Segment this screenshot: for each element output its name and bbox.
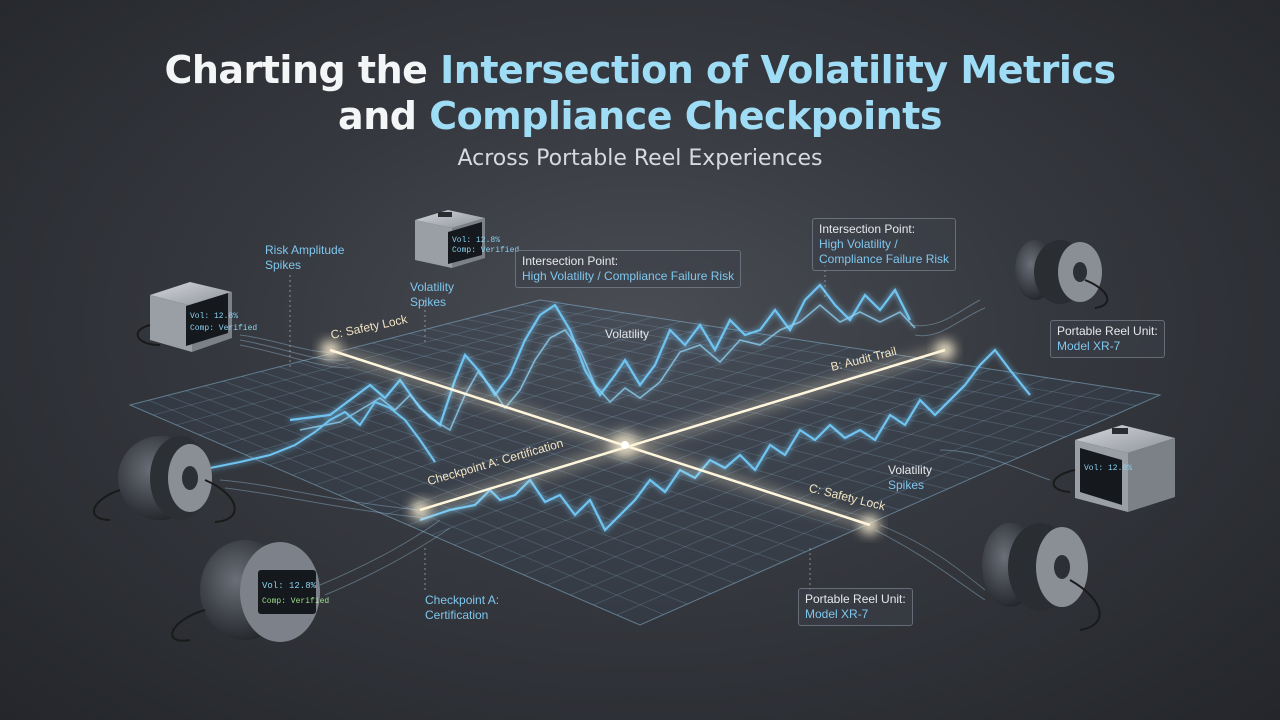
grid-line [372,342,948,490]
grid-line [167,395,688,605]
title-line1-text: Charting the [164,48,441,92]
wave-front [419,348,1031,532]
grid-line [260,371,806,553]
data-streams [219,299,1051,601]
volatility-waves [199,283,1031,532]
grid-line [315,334,766,486]
checkpoint-bottom-line2: Certification [425,608,489,622]
device-comp-readout: Comp: Verified [190,324,257,333]
grid-line [523,373,1020,576]
risk-amplitude-line2: Spikes [265,258,302,272]
vol-spikes-left-line2: Spikes [410,295,447,309]
grid-line [465,318,1066,438]
reel-unit-bottom-title: Portable Reel Unit: [805,592,906,606]
grid-line [148,399,664,615]
vol-spikes-right-line2: Spikes [888,478,925,492]
title-line1-highlight: Intersection of Volatility Metrics [440,48,1116,92]
volatility-spikes-right-label: Volatility Spikes [888,463,932,493]
volatility-center-label: Volatility [605,327,650,341]
grid-line [384,347,851,516]
reel-unit-right-model: Model XR-7 [1057,339,1121,353]
grid-line [477,364,963,556]
reel-bottom-left-icon: Vol: 12.8% Comp: Verified [171,540,329,642]
grid-line [428,328,1019,459]
wave-back [289,283,911,427]
page-title-line2: and Compliance Checkpoints [0,94,1280,138]
reel-unit-bottom-model: Model XR-7 [805,607,869,621]
reel-top-right-icon [1015,240,1109,309]
grid-line [361,342,822,506]
device2-comp-readout: Comp: Verified [452,246,519,255]
device3-vol-readout: Vol: 12.8% [1084,464,1132,473]
reel-unit-right-callout: Portable Reel Unit: Model XR-7 [1050,320,1165,358]
page-title-line1: Charting the Intersection of Volatility … [0,48,1280,92]
reel-bottom-right-icon [982,523,1101,631]
risk-amplitude-label: Risk Amplitude Spikes [265,243,344,273]
grid-line [593,385,1104,606]
grid-line [338,338,794,496]
grid-line [278,366,830,542]
intersection-right-detail2: Compliance Failure Risk [819,252,950,266]
intersection-center-callout: Intersection Point: High Volatility / Co… [515,250,742,288]
risk-amplitude-line1: Risk Amplitude [265,243,345,257]
checkpoint-cert-bottom-label: Checkpoint A: Certification [425,593,499,623]
grid-line [292,329,738,476]
grid-line [616,390,1132,616]
vol-spikes-right-line1: Volatility [888,463,933,477]
grid-line [353,347,924,500]
reel-unit-right-title: Portable Reel Unit: [1057,324,1158,338]
grid-line [547,377,1048,586]
vol-spikes-left-line1: Volatility [410,280,455,294]
grid-line [268,325,710,466]
compliance-beams [321,341,954,534]
device-vol-readout: Vol: 12.8% [190,312,238,321]
wave-mid [299,303,916,432]
wave-left [199,400,436,471]
grid-line [223,380,759,574]
grid-line [500,368,992,566]
grid-line [521,304,1137,406]
intersection-right-title: Intersection Point: [819,222,916,236]
cube-device-icon: Vol: 12.8% Comp: Verified [136,282,257,352]
volatility-spikes-left-label: Volatility Spikes [410,280,454,310]
intersection-center-detail: High Volatility / Compliance Failure Ris… [522,269,735,283]
device2-vol-readout: Vol: 12.8% [452,236,500,245]
cube-device-right-icon: Vol: 12.8% [1052,425,1175,512]
grid-line [484,313,1090,427]
grid-line [502,309,1113,417]
grid-line [454,360,935,546]
reel-unit-bottom-callout: Portable Reel Unit: Model XR-7 [798,588,913,626]
grid-line [185,390,712,595]
checkpoint-bottom-line1: Checkpoint A: [425,593,500,607]
grid-line [409,333,995,469]
grid-line [241,375,782,563]
grid-line [570,381,1076,596]
reel-vol-readout: Vol: 12.8% [262,581,317,591]
title-line2-highlight: Compliance Checkpoints [429,94,942,138]
cube-device-small-icon: Vol: 12.8% Comp: Verified [415,210,519,268]
intersection-right-callout: Intersection Point: High Volatility / Co… [812,218,957,271]
reel-comp-readout: Comp: Verified [262,597,329,606]
intersection-center-title: Intersection Point: [522,254,619,268]
intersection-right-detail1: High Volatility / [819,237,898,251]
title-line2-text: and [338,94,430,138]
grid-line [390,337,972,480]
grid-plane [128,299,1162,626]
reel-left-icon [93,436,236,523]
page-subtitle: Across Portable Reel Experiences [457,146,823,171]
